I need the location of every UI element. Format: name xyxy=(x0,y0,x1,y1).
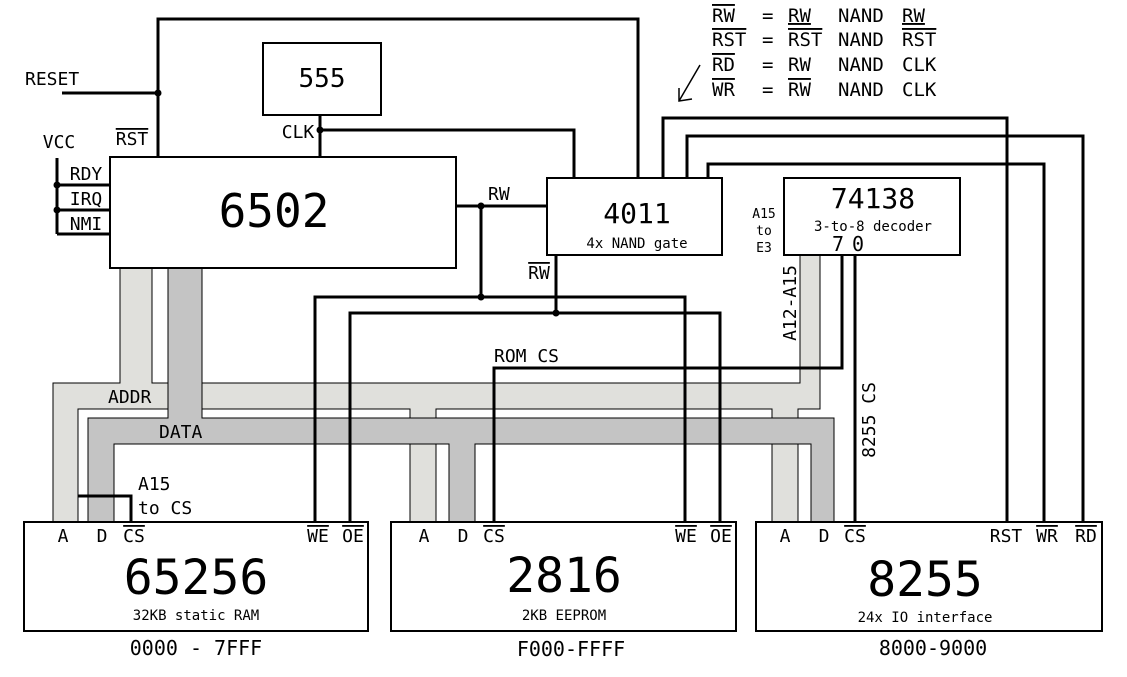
rom-oe-pin: OE xyxy=(710,526,732,547)
io-chip-desc: 24x IO interface xyxy=(858,610,993,626)
rom-address-range: F000-FFFF xyxy=(517,637,625,661)
ram-pin-labels: A D CS WE OE xyxy=(58,526,364,547)
eq-rst-lhs: RST xyxy=(712,29,746,51)
addr-bus-label: ADDR xyxy=(108,387,152,408)
eq-wr-lhs: WR xyxy=(712,79,735,101)
rom-cs-label: ROM CS xyxy=(494,346,559,367)
ram-chip-name: 65256 xyxy=(124,550,269,606)
ram-65256-chip xyxy=(23,521,369,632)
ram-cs-pin: CS xyxy=(123,526,145,547)
equation-wr: WR = RW NAND CLK xyxy=(712,79,937,101)
clk-pin-label: CLK xyxy=(282,122,315,143)
rom-we-pin: WE xyxy=(675,526,697,547)
rom-2816-chip xyxy=(390,521,737,632)
rom-chip-name: 2816 xyxy=(506,548,622,604)
timer-chip-name: 555 xyxy=(299,64,346,94)
eq-rst-b: RST xyxy=(902,29,936,51)
io-d-pin: D xyxy=(819,526,830,547)
a15-label: A15 xyxy=(138,474,171,495)
io-rst-pin: RST xyxy=(990,526,1023,547)
eq-rw-equals: = xyxy=(762,5,773,27)
decoder-input-e3: E3 xyxy=(756,241,772,256)
eq-rst-op: NAND xyxy=(838,29,884,51)
decoder-chip-desc: 3-to-8 decoder xyxy=(814,219,932,235)
rom-chip-desc: 2KB EEPROM xyxy=(522,608,606,624)
eq-rd-b: CLK xyxy=(902,54,937,76)
io-address-range: 8000-9000 xyxy=(879,636,987,660)
eq-wr-b: CLK xyxy=(902,79,937,101)
equation-rst: RST = RST NAND RST xyxy=(712,29,936,51)
cpu-rst-pin-label: RST xyxy=(116,129,149,150)
ram-address-range: 0000 - 7FFF xyxy=(130,636,262,660)
io-cs-label: 8255 CS xyxy=(859,382,880,458)
eq-rw-lhs: RW xyxy=(712,5,735,27)
io-wr-pin: WR xyxy=(1036,526,1058,547)
ram-we-pin: WE xyxy=(307,526,329,547)
decoder-input-label: A15 to E3 xyxy=(752,207,775,256)
io-cs-pin: CS xyxy=(844,526,866,547)
decoder-74138-chip xyxy=(783,177,961,256)
eq-rw-b: RW xyxy=(902,5,925,27)
eq-wr-a: RW xyxy=(788,79,811,101)
rom-a-pin: A xyxy=(419,526,430,547)
decoder-out-0: 0 xyxy=(852,232,864,256)
equations: RW = RW NAND RW RST = RST NAND RST RD = … xyxy=(712,5,937,101)
io-chip-name: 8255 xyxy=(867,552,983,608)
ram-d-pin: D xyxy=(97,526,108,547)
ram-chip-desc: 32KB static RAM xyxy=(133,608,259,624)
eq-rd-op: NAND xyxy=(838,54,884,76)
ram-oe-pin: OE xyxy=(342,526,364,547)
reset-label: RESET xyxy=(25,69,79,90)
rdy-pin-label: RDY xyxy=(70,164,103,185)
nand-chip-desc: 4x NAND gate xyxy=(586,236,687,252)
eq-rd-lhs: RD xyxy=(712,54,735,76)
timer-555-chip xyxy=(262,42,382,116)
eq-rw-a: RW xyxy=(788,5,811,27)
wiring xyxy=(53,17,1085,522)
data-bus-label: DATA xyxy=(159,422,203,443)
decoder-input-to: to xyxy=(756,224,772,239)
rom-cs-pin: CS xyxy=(483,526,505,547)
cpu-6502-chip xyxy=(109,156,457,269)
eq-rst-a: RST xyxy=(788,29,822,51)
equation-rw: RW = RW NAND RW xyxy=(712,5,925,27)
vcc-label: VCC xyxy=(43,132,76,153)
cpu-chip-name: 6502 xyxy=(219,184,330,238)
a12-a15-label: A12-A15 xyxy=(780,265,801,341)
io-rd-pin: RD xyxy=(1075,526,1097,547)
rom-pin-labels: A D CS WE OE xyxy=(419,526,732,547)
rom-d-pin: D xyxy=(458,526,469,547)
nand-chip-name: 4011 xyxy=(603,197,670,230)
nmi-pin-label: NMI xyxy=(70,214,103,235)
eq-rd-equals: = xyxy=(762,54,773,76)
eq-wr-equals: = xyxy=(762,79,773,101)
eq-rd-a: RW xyxy=(788,54,811,76)
io-pin-labels: A D CS RST WR RD xyxy=(780,526,1097,547)
arrow-icon xyxy=(678,64,701,102)
eq-wr-op: NAND xyxy=(838,79,884,101)
irq-pin-label: IRQ xyxy=(70,189,103,210)
eq-rw-op: NAND xyxy=(838,5,884,27)
io-8255-chip xyxy=(755,521,1103,632)
rw-label: RW xyxy=(488,184,510,205)
decoder-out-7: 7 xyxy=(832,232,844,256)
decoder-input-a15: A15 xyxy=(752,207,775,222)
io-a-pin: A xyxy=(780,526,791,547)
equation-rd: RD = RW NAND CLK xyxy=(712,54,937,76)
decoder-chip-name: 74138 xyxy=(831,182,915,215)
ram-a-pin: A xyxy=(58,526,69,547)
nand-4011-chip xyxy=(546,177,723,256)
to-cs-label: to CS xyxy=(138,498,192,519)
eq-rst-equals: = xyxy=(762,29,773,51)
rw-bar-label: RW xyxy=(528,263,550,284)
